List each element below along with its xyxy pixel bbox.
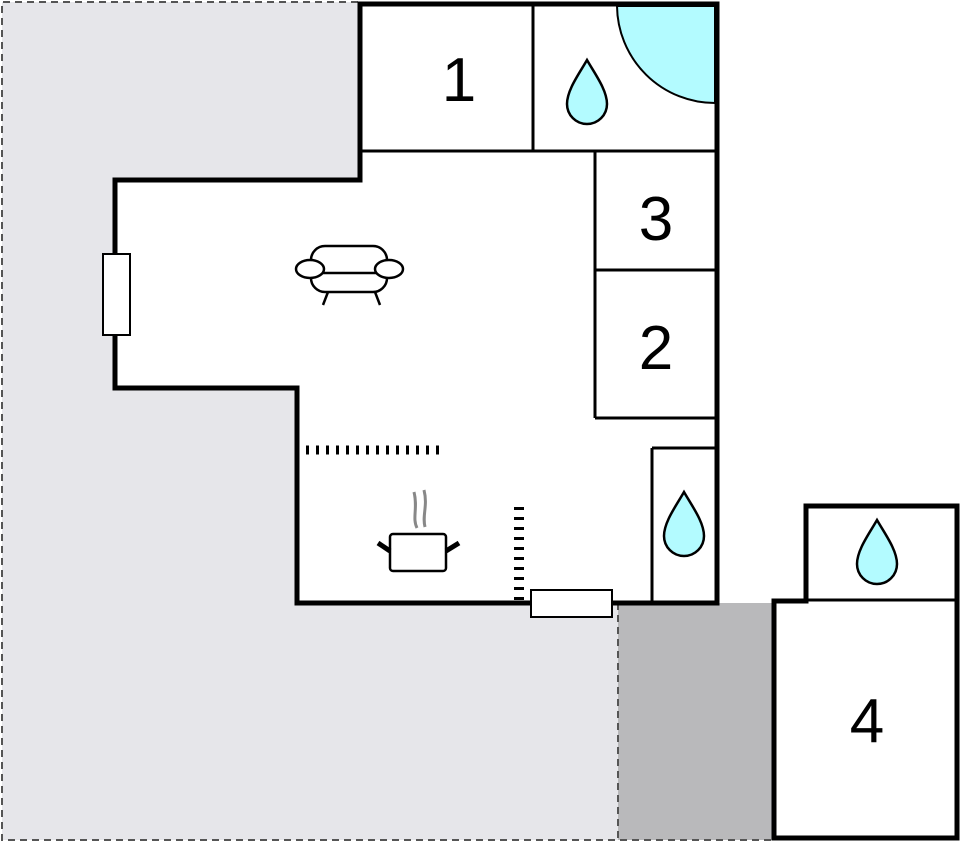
room-label-3: 3	[639, 185, 673, 254]
window-icon	[102, 253, 131, 336]
main-building	[112, 1, 720, 606]
sofa-icon	[294, 244, 405, 306]
water-drop-icon	[855, 517, 899, 586]
outdoor-area	[2, 2, 618, 840]
shower-icon	[615, 5, 716, 105]
room-label-4: 4	[850, 687, 884, 756]
water-drop-icon	[565, 57, 609, 126]
room-label-2: 2	[639, 314, 673, 383]
terrace-area	[618, 603, 774, 840]
water-drop-icon	[662, 489, 706, 558]
room-label-1: 1	[442, 46, 476, 115]
cooking-pot-icon	[376, 489, 461, 573]
interior-walls	[360, 4, 717, 603]
door-icon	[530, 589, 613, 618]
property-boundary	[1, 1, 772, 841]
